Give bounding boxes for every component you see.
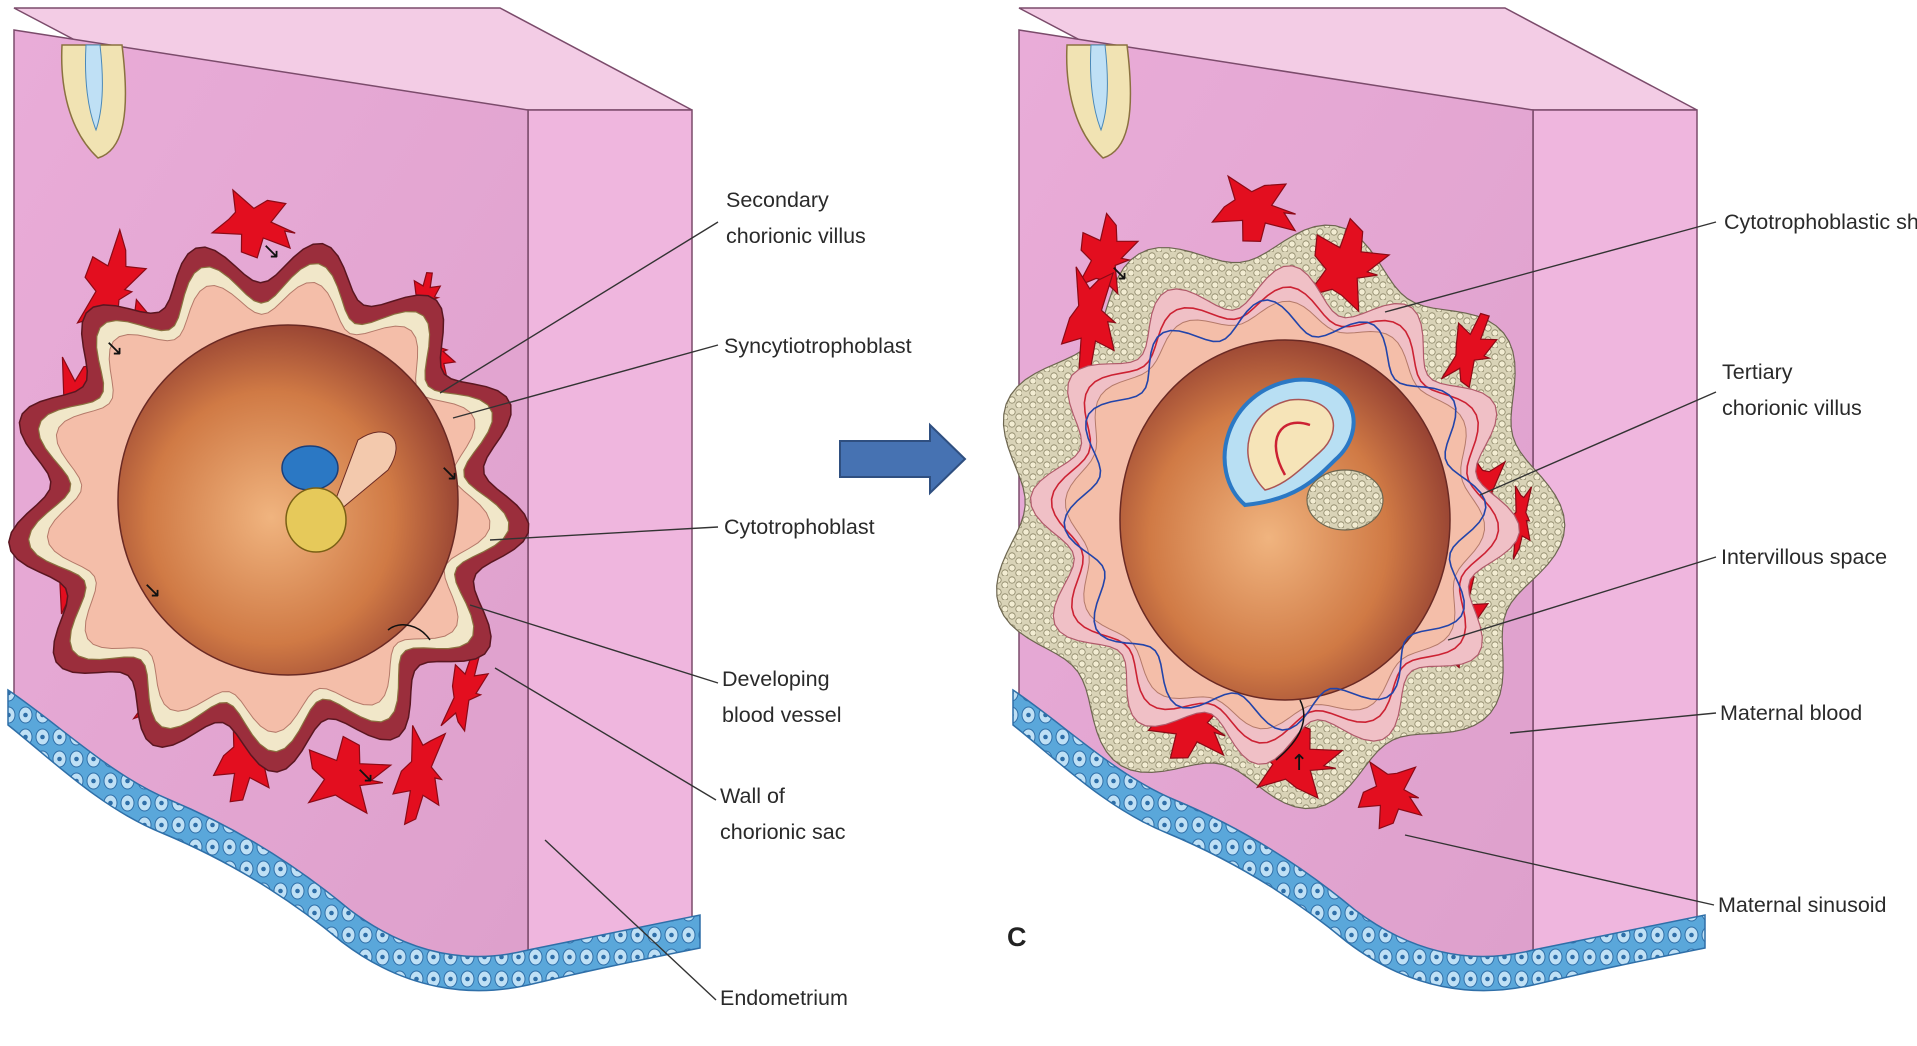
flow-arrow-icon: ↘ [105, 336, 123, 361]
flow-arrow-icon: ↑ [1290, 751, 1308, 776]
flow-arrow-icon: ↘ [143, 578, 161, 603]
label-wall-of-chorionic-sac: Wall of chorionic sac [720, 778, 845, 850]
label-syncytiotrophoblast: Syncytiotrophoblast [724, 328, 912, 364]
label-developing-blood-vessel: Developing blood vessel [722, 661, 842, 733]
label-maternal-blood: Maternal blood [1720, 695, 1862, 731]
flow-arrow-icon: ↘ [262, 239, 280, 264]
right-endometrium-block: ↑↘ [997, 8, 1705, 991]
yolk-sac [286, 488, 346, 552]
flow-arrow-icon: ↘ [356, 763, 374, 788]
amniotic-cavity [282, 446, 338, 490]
label-maternal-sinusoid: Maternal sinusoid [1718, 887, 1887, 923]
left-endometrium-block: ↘ ↘ ↘ ↘ ↘ [8, 8, 700, 991]
panel-letter-c: C [1007, 922, 1027, 953]
chorionic-cavity [118, 325, 458, 675]
label-secondary-chorionic-villus: Secondary chorionic villus [726, 182, 866, 254]
label-endometrium: Endometrium [720, 980, 848, 1016]
endometrium-side-face [528, 110, 692, 960]
label-tertiary-chorionic-villus: Tertiary chorionic villus [1722, 354, 1862, 426]
label-cytotrophoblast: Cytotrophoblast [724, 509, 875, 545]
label-intervillous-space: Intervillous space [1721, 539, 1887, 575]
right-arrow-icon [840, 425, 965, 493]
label-cytotrophoblastic-shell: Cytotrophoblastic shell [1724, 204, 1917, 240]
flow-arrow-icon: ↘ [440, 461, 458, 486]
flow-arrow-icon: ↘ [1110, 261, 1128, 286]
yolk-sac [1307, 470, 1383, 530]
